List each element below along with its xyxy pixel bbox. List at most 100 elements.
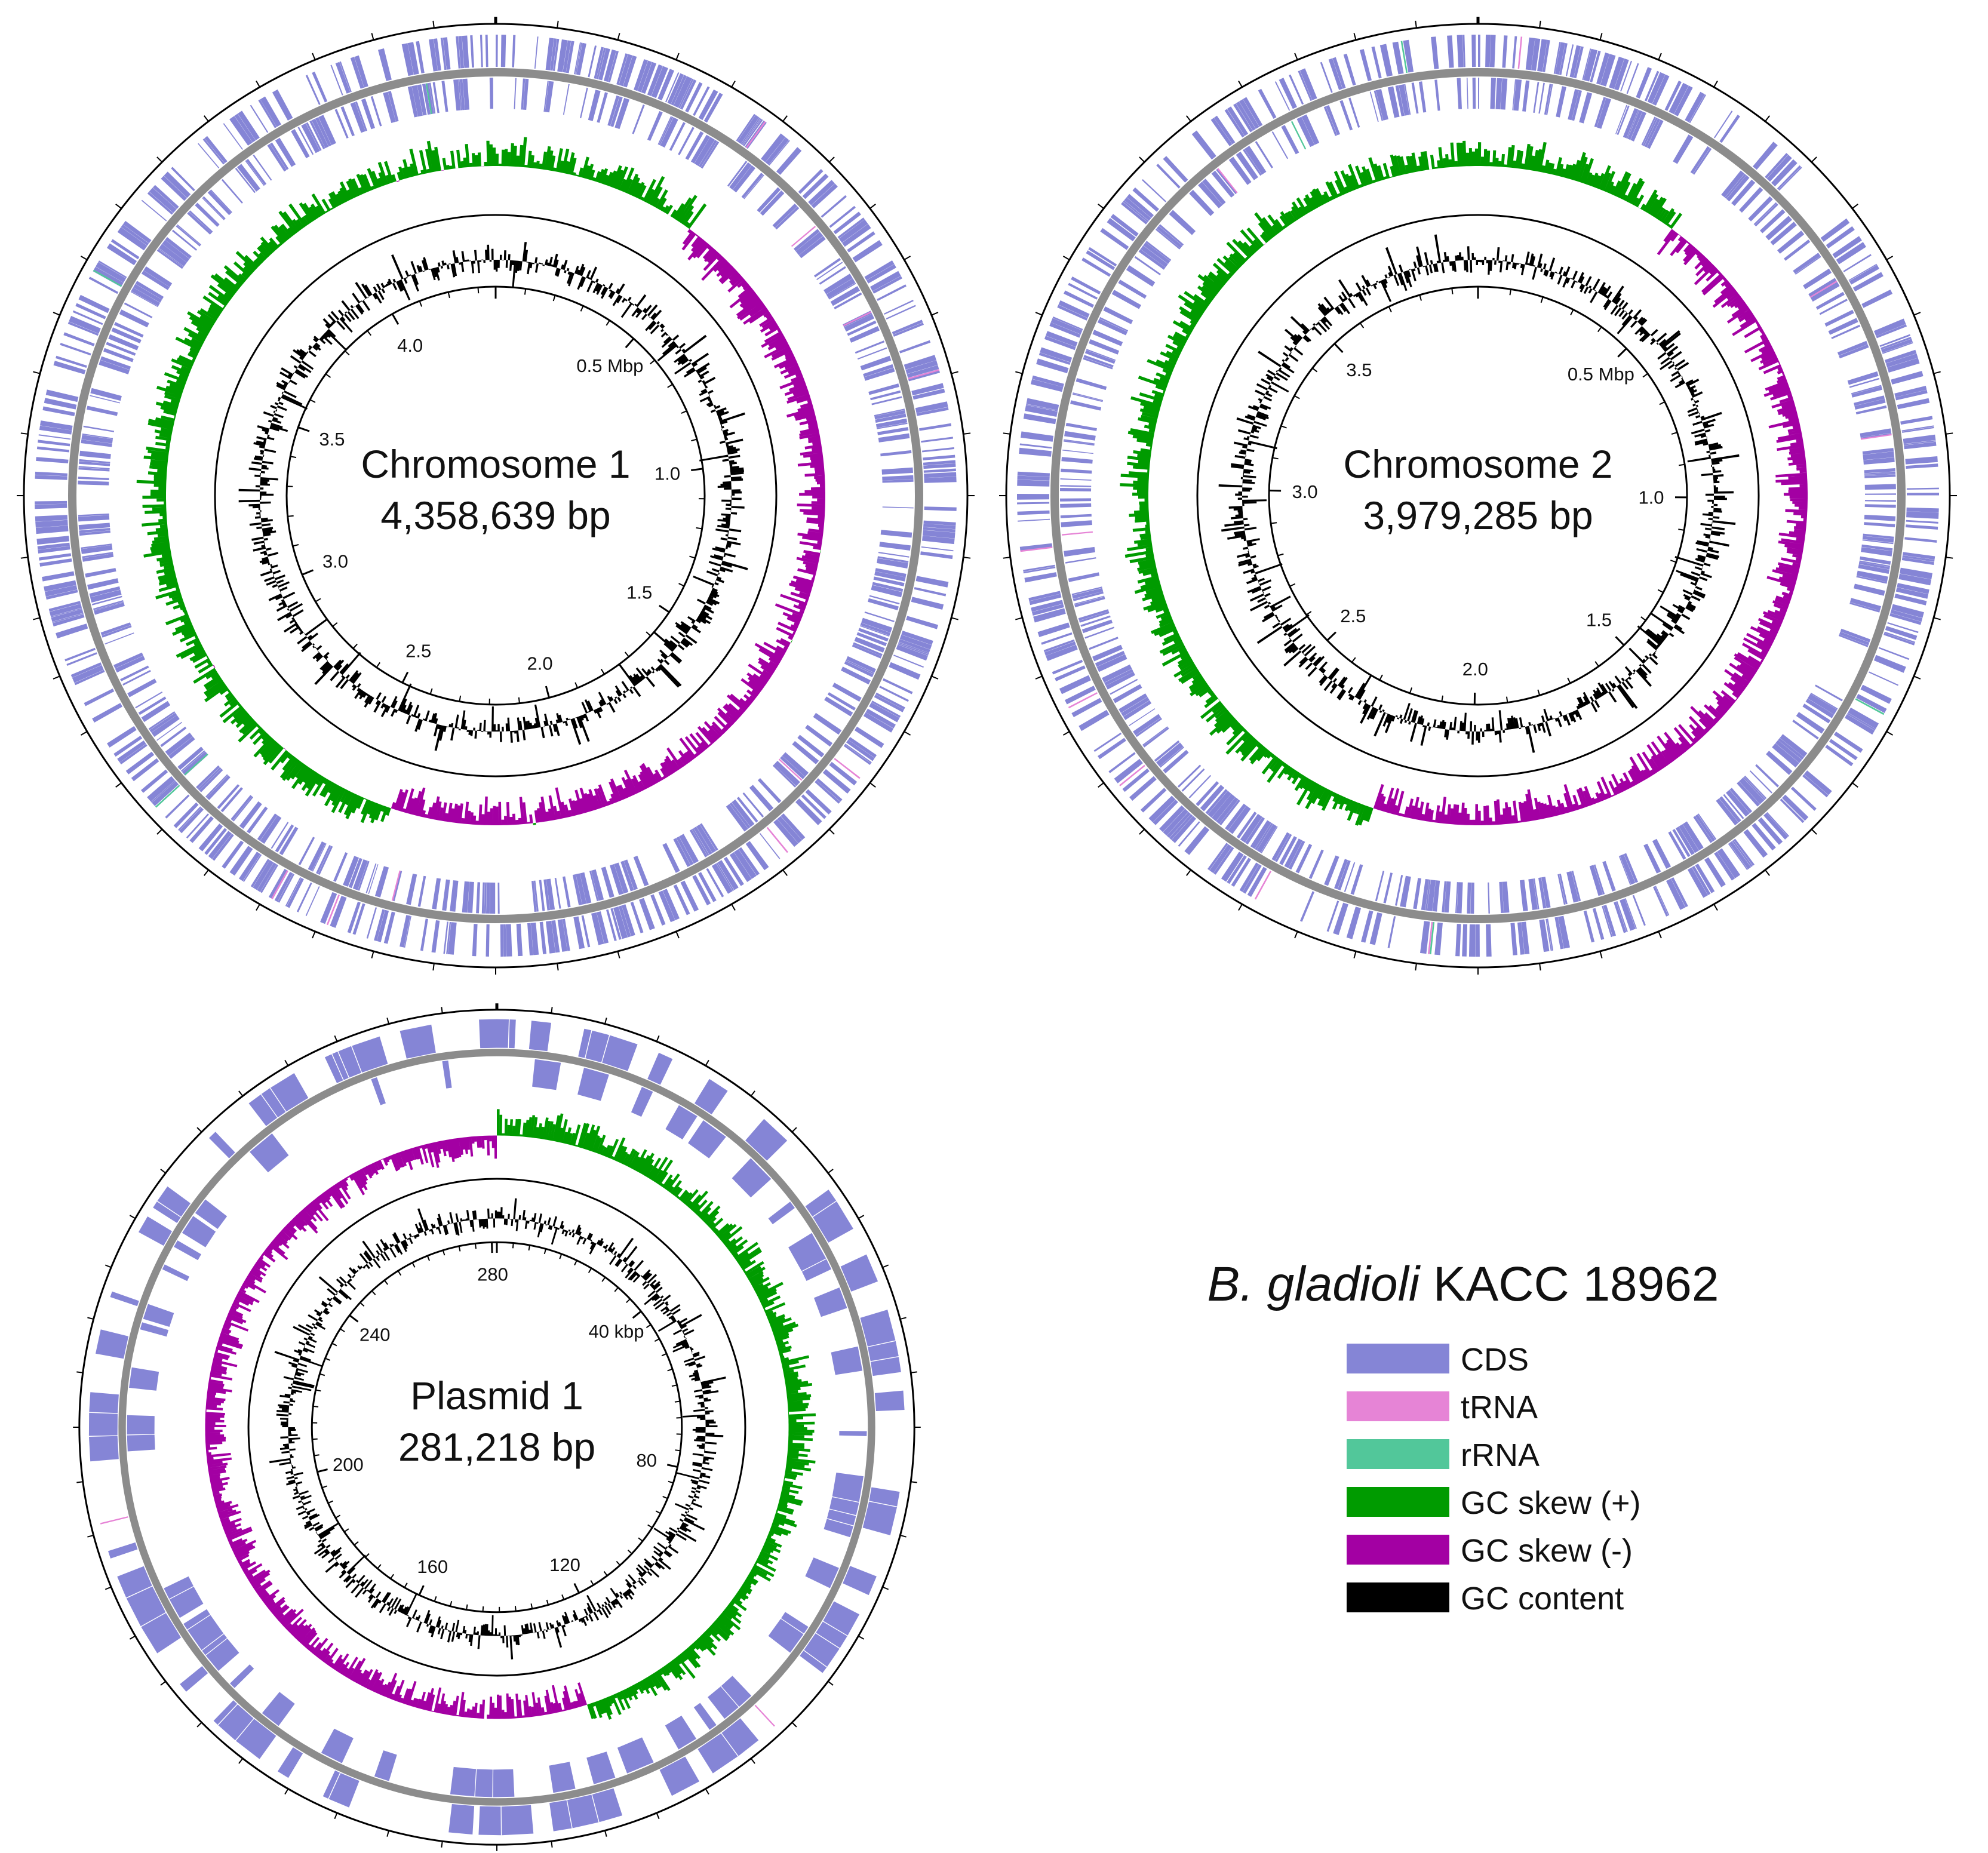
plasmid-1-outer-tick bbox=[750, 1090, 755, 1096]
plasmid-1-outer-tick bbox=[441, 1007, 443, 1013]
plasmid-1-outer-tick bbox=[705, 1059, 709, 1067]
plasmid-1-minor-tick bbox=[514, 1606, 517, 1612]
chromosome-2-outer-tick bbox=[1015, 617, 1023, 620]
plasmid-1-minor-tick bbox=[627, 1550, 632, 1554]
chromosome-2-outer-tick bbox=[1139, 156, 1145, 163]
plasmid-1-outer-tick bbox=[705, 1788, 709, 1795]
plasmid-1-minor-tick bbox=[325, 1357, 331, 1361]
plasmid-1-minor-tick bbox=[661, 1353, 667, 1357]
chromosome-1-tick-label: 3.5 bbox=[319, 429, 345, 450]
chromosome-1-outer-tick bbox=[931, 312, 939, 316]
chromosome-2-tick-label: 0.5 Mbp bbox=[1568, 364, 1634, 385]
chromosome-2-minor-tick bbox=[1657, 589, 1664, 594]
chromosome-1-outer-tick bbox=[904, 256, 911, 260]
plasmid-1-minor-tick bbox=[654, 1338, 660, 1342]
chromosome-1-minor-tick bbox=[678, 583, 684, 587]
chromosome-1-minor-tick bbox=[600, 668, 605, 675]
chromosome-1-outer-tick bbox=[731, 904, 736, 911]
plasmid-1-minor-tick bbox=[546, 1599, 549, 1605]
chromosome-2-outer-tick bbox=[1765, 115, 1771, 122]
legend-swatch-cds bbox=[1347, 1344, 1449, 1373]
chromosome-1-minor-tick bbox=[344, 350, 350, 356]
chromosome-1-minor-tick bbox=[524, 288, 527, 295]
plasmid-1-minor-tick bbox=[590, 1580, 594, 1585]
plasmid-1-tick-label: 240 bbox=[360, 1325, 391, 1345]
plasmid-1-minor-tick bbox=[426, 1255, 431, 1261]
plasmid-1-minor-tick bbox=[321, 1485, 327, 1489]
chromosome-2-minor-tick bbox=[1509, 289, 1512, 296]
plasmid-1-minor-tick bbox=[616, 1560, 620, 1566]
chromosome-1-minor-tick bbox=[574, 682, 579, 689]
plasmid-1-minor-tick bbox=[344, 1528, 349, 1533]
plasmid-1-minor-tick bbox=[340, 1328, 345, 1332]
plasmid-1-outer-tick bbox=[160, 1680, 166, 1686]
chromosome-1-outer-tick bbox=[256, 80, 260, 88]
chromosome-1-outer-tick bbox=[963, 432, 971, 435]
legend-swatch-trna bbox=[1347, 1391, 1449, 1421]
plasmid-1-outer-tick bbox=[386, 1018, 390, 1024]
plasmid-1-tick-label: 120 bbox=[549, 1554, 580, 1575]
chromosome-1-outer-tick bbox=[675, 931, 680, 939]
plasmid-1-minor-tick bbox=[561, 1594, 565, 1600]
plasmid-1-minor-tick bbox=[450, 1600, 453, 1607]
plasmid-1-outer-tick bbox=[551, 1841, 553, 1848]
legend-label-cds: CDS bbox=[1461, 1342, 1529, 1378]
chromosome-1-minor-tick bbox=[290, 456, 297, 459]
plasmid-1-minor-tick bbox=[328, 1500, 333, 1504]
plasmid-1-minor-tick bbox=[675, 1449, 681, 1452]
chromosome-1-major-tick bbox=[625, 338, 635, 349]
chromosome-2-tick-label: 2.5 bbox=[1340, 606, 1366, 626]
plasmid-1-outer-tick bbox=[551, 1007, 553, 1013]
legend-item-trna: tRNA bbox=[1347, 1390, 1538, 1425]
chromosome-2-tick-label: 3.0 bbox=[1292, 481, 1318, 502]
plasmid-1-major-tick bbox=[317, 1468, 328, 1473]
plasmid-1-tick-label: 80 bbox=[636, 1450, 656, 1471]
chromosome-2-minor-tick bbox=[1537, 689, 1541, 696]
plasmid-1-minor-tick bbox=[390, 1574, 394, 1579]
chromosome-2-outer-tick bbox=[1658, 931, 1662, 939]
chromosome-2-outer-tick bbox=[1658, 53, 1662, 60]
plasmid-1-minor-tick bbox=[530, 1603, 533, 1609]
chromosome-1-minor-tick bbox=[667, 383, 673, 388]
chromosome-1-minor-tick bbox=[352, 643, 358, 649]
chromosome-1-outer-tick bbox=[20, 432, 28, 435]
plasmid-1-outer-tick bbox=[334, 1812, 338, 1820]
chromosome-1-tick-label: 4.0 bbox=[397, 335, 423, 356]
chromosome-2-minor-tick bbox=[1597, 326, 1602, 333]
chromosome-2-minor-tick bbox=[1441, 695, 1444, 702]
legend-swatch-rrna bbox=[1347, 1439, 1449, 1469]
legend-item-cds: CDS bbox=[1347, 1342, 1529, 1378]
plasmid-1-minor-tick bbox=[668, 1480, 674, 1484]
plasmid-1-outer-tick bbox=[656, 1035, 660, 1042]
plasmid-1-tick-label: 280 bbox=[477, 1264, 508, 1284]
chromosome-2-tick-label: 1.5 bbox=[1586, 610, 1612, 631]
plasmid-1-minor-tick bbox=[574, 1260, 577, 1266]
plasmid-1-outer-tick bbox=[284, 1788, 289, 1795]
chromosome-1-major-tick bbox=[391, 314, 400, 325]
chromosome-1-minor-tick bbox=[580, 305, 584, 312]
chromosome-1-outer-tick bbox=[115, 203, 122, 209]
chromosome-1-major-tick bbox=[297, 426, 310, 432]
legend-item-rrna: rRNA bbox=[1347, 1437, 1540, 1473]
chromosome-2-outer-tick bbox=[1913, 312, 1921, 316]
chromosome-2-outer-tick bbox=[1852, 782, 1858, 788]
chromosome-2-outer-tick bbox=[1811, 828, 1817, 835]
plasmid-1-minor-tick bbox=[559, 1253, 563, 1259]
chromosome-1-outer-tick bbox=[312, 931, 316, 939]
chromosome-1-tick-label: 2.0 bbox=[527, 653, 553, 674]
chromosome-2-minor-tick bbox=[1351, 657, 1356, 663]
chromosome-1-outer-tick bbox=[53, 312, 60, 316]
chromosome-2-outer-tick bbox=[1098, 782, 1104, 788]
plasmid-1-minor-tick bbox=[331, 1342, 337, 1347]
chromosome-2-skew-ring-circle bbox=[1196, 214, 1760, 778]
plasmid-1-tick-label: 160 bbox=[417, 1556, 448, 1577]
chromosome-2-minor-tick bbox=[1388, 306, 1392, 312]
chromosome-2-minor-tick bbox=[1678, 528, 1685, 531]
chromosome-1-minor-tick bbox=[309, 399, 316, 403]
plasmid-1-outer-tick bbox=[105, 1264, 112, 1268]
plasmid-1-minor-tick bbox=[319, 1373, 325, 1376]
chromosome-1-outer-tick bbox=[828, 156, 835, 163]
